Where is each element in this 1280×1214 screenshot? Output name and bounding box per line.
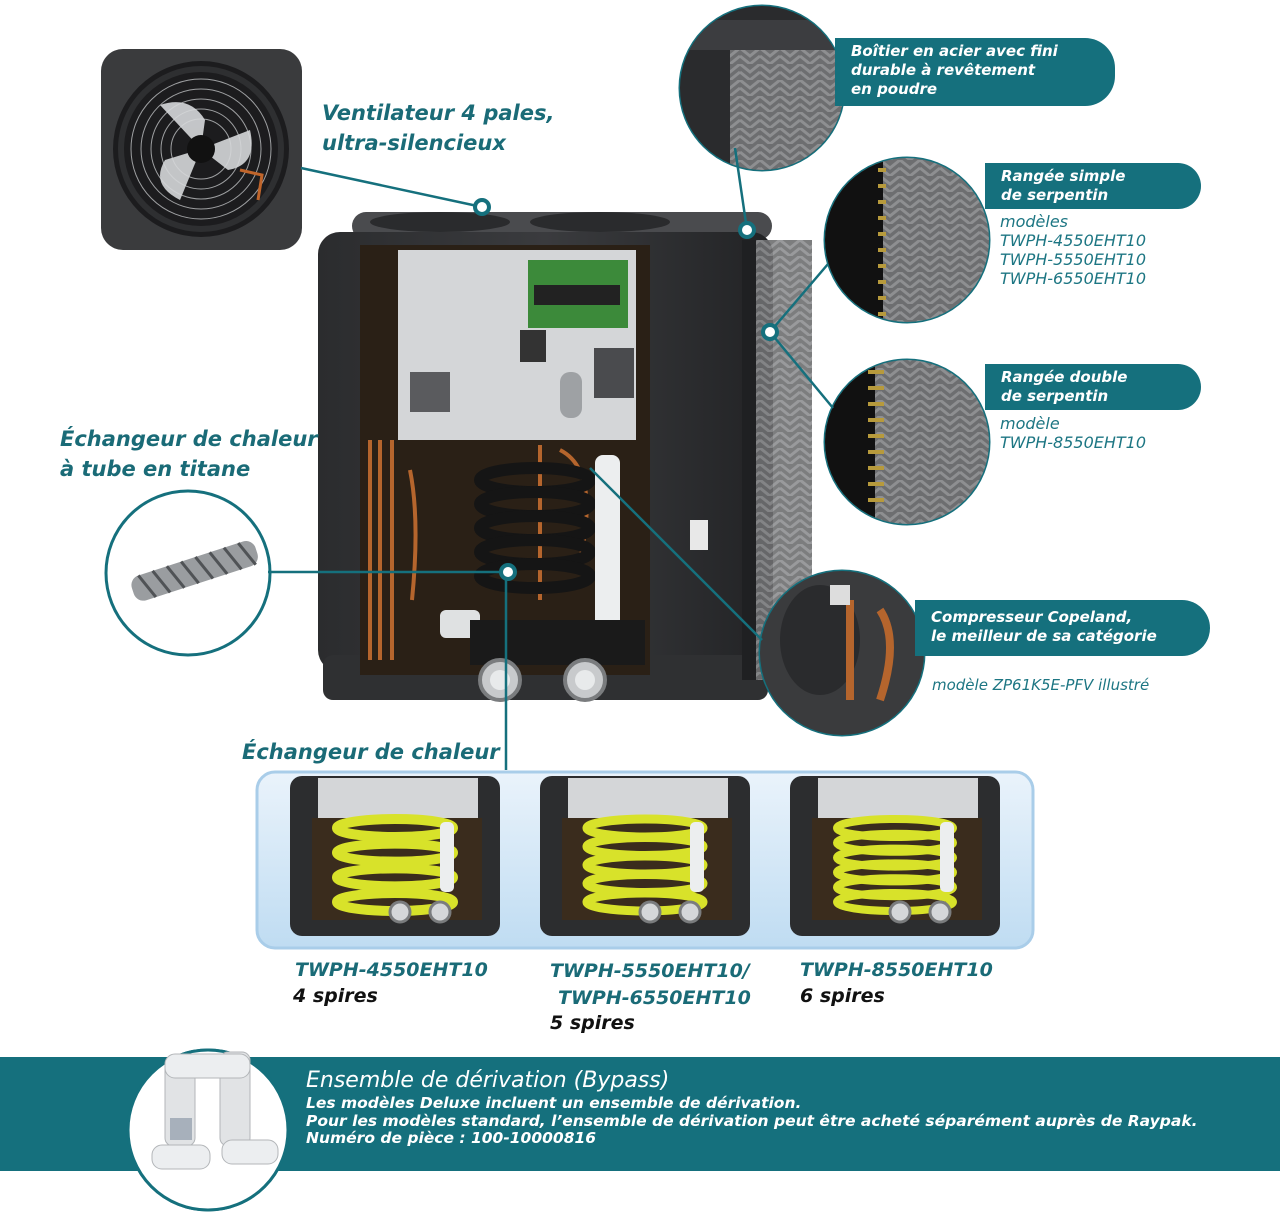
fan-label-line-1: Ventilateur 4 pales, xyxy=(322,101,555,125)
variant-3-coils: 6 spires xyxy=(800,985,885,1007)
unit-pipe xyxy=(940,822,954,892)
callout-dots xyxy=(473,198,779,581)
variant-2-coils: 5 spires xyxy=(550,1012,635,1034)
heat-exchanger-title: Échangeur de chaleur xyxy=(242,740,500,764)
variant-1-coils: 4 spires xyxy=(293,985,378,1007)
double-coil-models: modèle TWPH-8550EHT10 xyxy=(1000,414,1146,452)
cabinet-line-2: durable à revêtement xyxy=(851,61,1036,79)
fan-label: Ventilateur 4 pales, ultra-silencieux xyxy=(322,98,554,158)
unit-pipe xyxy=(690,822,704,892)
bypass-part-number: Numéro de pièce : 100-10000816 xyxy=(306,1129,597,1147)
compressor-label: Compresseur Copeland, le meilleur de sa … xyxy=(915,600,1210,656)
variant-1-model: TWPH-4550EHT10 xyxy=(295,958,488,982)
titanium-label: Échangeur de chaleur à tube en titane xyxy=(60,424,318,484)
exchanger-variant-2 xyxy=(540,776,750,936)
unit-panel xyxy=(568,778,728,818)
compressor-line-1: Compresseur Copeland, xyxy=(931,608,1133,626)
single-coil-models-line-4: TWPH-6550EHT10 xyxy=(1000,269,1147,288)
variant-3-model: TWPH-8550EHT10 xyxy=(800,958,993,982)
single-coil-line-1: Rangée simple xyxy=(1001,167,1126,185)
double-coil-line-1: Rangée double xyxy=(1001,368,1128,386)
single-coil-label: Rangée simple de serpentin xyxy=(985,163,1201,209)
single-coil-models: modèles TWPH-4550EHT10 TWPH-5550EHT10 TW… xyxy=(1000,212,1146,288)
variant-2-model-line-1: TWPH-5550EHT10/ xyxy=(550,960,750,982)
double-coil-label: Rangée double de serpentin xyxy=(985,364,1201,410)
exchanger-variants xyxy=(290,776,1000,936)
unit-pipe xyxy=(440,822,454,892)
double-coil-line-2: de serpentin xyxy=(1001,387,1109,405)
bypass-line-1: Les modèles Deluxe incluent un ensemble … xyxy=(306,1094,802,1112)
exchanger-variant-3 xyxy=(790,776,1000,936)
single-coil-models-line-1: modèles xyxy=(1000,212,1068,231)
fan-illustration xyxy=(101,49,302,250)
bypass-description: Les modèles Deluxe incluent un ensemble … xyxy=(306,1094,1198,1148)
leader-lines xyxy=(268,147,834,770)
unit-port-2 xyxy=(928,900,952,924)
single-coil-line-2: de serpentin xyxy=(1001,186,1109,204)
cabinet-line-1: Boîtier en acier avec fini xyxy=(851,42,1058,60)
heat-pump-body xyxy=(318,212,812,702)
variant-2-model: TWPH-5550EHT10/ TWPH-6550EHT10 xyxy=(550,958,751,1012)
unit-port-2 xyxy=(428,900,452,924)
titanium-line-2: à tube en titane xyxy=(60,457,251,481)
variant-1-model-line: TWPH-4550EHT10 xyxy=(295,959,488,981)
unit-panel xyxy=(318,778,478,818)
compressor-line-2: le meilleur de sa catégorie xyxy=(931,627,1157,645)
unit-port-1 xyxy=(388,900,412,924)
single-coil-models-line-3: TWPH-5550EHT10 xyxy=(1000,250,1147,269)
variant-2-model-line-2: TWPH-6550EHT10 xyxy=(558,987,751,1009)
cabinet-line-3: en poudre xyxy=(851,80,938,98)
unit-port-2 xyxy=(678,900,702,924)
fan-label-line-2: ultra-silencieux xyxy=(322,131,506,155)
unit-port-1 xyxy=(888,900,912,924)
cabinet-label: Boîtier en acier avec fini durable à rev… xyxy=(835,38,1115,106)
unit-panel xyxy=(818,778,978,818)
exchanger-variant-1 xyxy=(290,776,500,936)
titanium-line-1: Échangeur de chaleur xyxy=(60,427,318,451)
variant-3-model-line: TWPH-8550EHT10 xyxy=(800,959,993,981)
unit-port-1 xyxy=(638,900,662,924)
compressor-model: modèle ZP61K5E-PFV illustré xyxy=(932,676,1150,694)
double-coil-models-line-1: modèle xyxy=(1000,414,1060,433)
bypass-line-2: Pour les modèles standard, l’ensemble de… xyxy=(306,1111,1198,1130)
double-coil-models-line-2: TWPH-8550EHT10 xyxy=(1000,433,1147,452)
single-coil-models-line-2: TWPH-4550EHT10 xyxy=(1000,231,1147,250)
bypass-title: Ensemble de dérivation (Bypass) xyxy=(306,1068,670,1093)
